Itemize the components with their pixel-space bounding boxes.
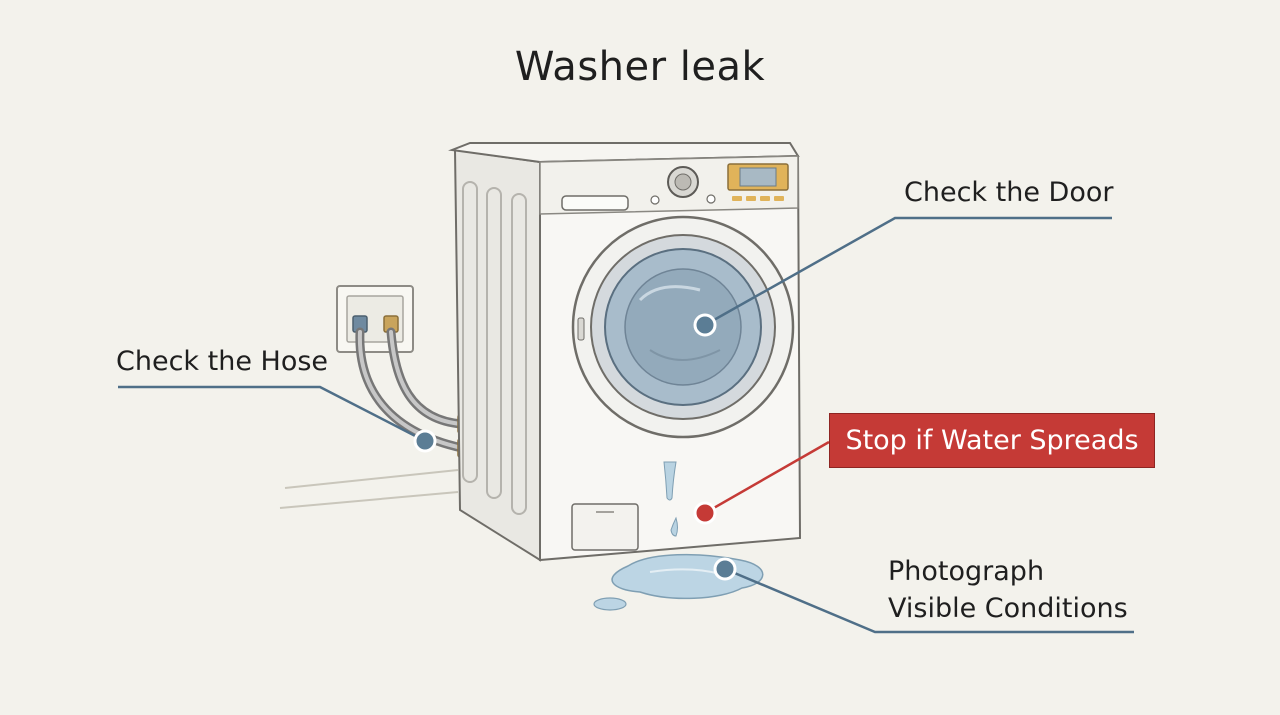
callout-photograph: Photograph Visible Conditions: [888, 553, 1128, 627]
side-ribs: [462, 181, 527, 515]
washer-side: [453, 148, 541, 562]
detergent-drawer: [561, 195, 629, 211]
washer-door: [571, 215, 795, 439]
marker-photo: [713, 557, 737, 581]
water-valve-box: [336, 285, 414, 353]
callout-photograph-line2: Visible Conditions: [888, 593, 1128, 624]
leader-lines: [118, 216, 1134, 634]
callout-check-hose: Check the Hose: [116, 346, 329, 377]
display-screen: [727, 163, 789, 201]
callout-check-door: Check the Door: [904, 177, 1114, 208]
leader-door: [704, 216, 1112, 327]
marker-hose: [413, 429, 437, 453]
diagram-title: Washer leak: [514, 44, 766, 90]
water-drips: [663, 461, 678, 537]
leader-hose: [118, 385, 426, 443]
program-dial-icon: [667, 166, 699, 198]
panel-buttons: [650, 194, 716, 205]
marker-dots: [413, 313, 737, 581]
filter-panel: [571, 503, 639, 551]
callout-photograph-line1: Photograph: [888, 556, 1045, 587]
leader-photo: [724, 567, 1134, 634]
leader-warning: [704, 440, 830, 515]
marker-door: [693, 313, 717, 337]
marker-warning: [693, 501, 717, 525]
baseboard: [279, 469, 459, 509]
callout-stop-warning: Stop if Water Spreads: [829, 413, 1155, 468]
water-puddle: [593, 553, 764, 611]
